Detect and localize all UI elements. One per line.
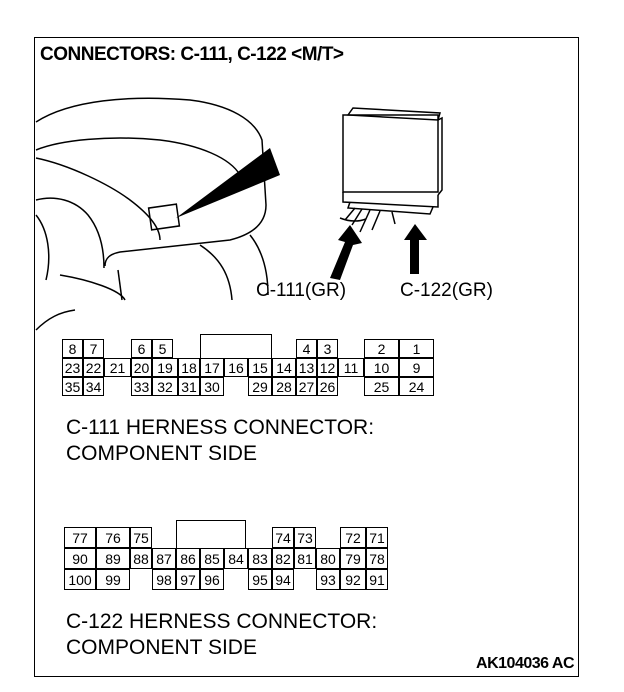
c122-pin-88: 88 bbox=[130, 548, 152, 569]
c111-pin-3: 3 bbox=[317, 339, 338, 358]
c122-pin-83: 83 bbox=[248, 548, 272, 569]
c122-pin-96: 96 bbox=[200, 569, 224, 590]
c122-pin-94: 94 bbox=[272, 569, 294, 590]
c111-pin-7: 7 bbox=[83, 339, 104, 358]
c111-pin-9: 9 bbox=[399, 358, 434, 377]
c111-pin-2: 2 bbox=[364, 339, 399, 358]
c122-pin-93: 93 bbox=[316, 569, 340, 590]
c111-caption-line1: C-111 HERNESS CONNECTOR: bbox=[66, 416, 375, 439]
c111-label: C-111(GR) bbox=[256, 280, 347, 301]
c122-pin-89: 89 bbox=[96, 548, 130, 569]
c122-pin-85: 85 bbox=[200, 548, 224, 569]
c111-pin-33: 33 bbox=[131, 377, 152, 396]
c122-pin-86: 86 bbox=[176, 548, 200, 569]
c111-pin-22: 22 bbox=[83, 358, 104, 377]
c122-pin-79: 79 bbox=[340, 548, 366, 569]
c122-key-hood bbox=[176, 520, 246, 550]
c111-pin-1: 1 bbox=[399, 339, 434, 358]
c111-pin-18: 18 bbox=[178, 358, 200, 377]
c122-pin-84: 84 bbox=[224, 548, 248, 569]
c111-pin-20: 20 bbox=[131, 358, 152, 377]
c122-caption-line2: COMPONENT SIDE bbox=[66, 636, 257, 659]
c122-pin-87: 87 bbox=[152, 548, 176, 569]
c111-pin-4: 4 bbox=[296, 339, 317, 358]
c111-pin-32: 32 bbox=[152, 377, 178, 396]
c111-pin-15: 15 bbox=[248, 358, 272, 377]
c122-pin-90: 90 bbox=[64, 548, 96, 569]
c122-pin-99: 99 bbox=[96, 569, 130, 590]
c111-pin-17: 17 bbox=[200, 358, 224, 377]
c122-pin-71: 71 bbox=[366, 527, 388, 548]
c111-pin-8: 8 bbox=[62, 339, 83, 358]
c122-pin-77: 77 bbox=[64, 527, 96, 548]
c111-pin-12: 12 bbox=[317, 358, 338, 377]
c111-pin-21: 21 bbox=[104, 358, 131, 377]
c111-pin-6: 6 bbox=[131, 339, 152, 358]
c111-pin-26: 26 bbox=[317, 377, 338, 396]
c122-pin-81: 81 bbox=[294, 548, 316, 569]
c122-pin-100: 100 bbox=[64, 569, 96, 590]
diagram-frame bbox=[34, 37, 579, 677]
c111-pin-25: 25 bbox=[364, 377, 399, 396]
c122-pin-95: 95 bbox=[248, 569, 272, 590]
c111-caption-line2: COMPONENT SIDE bbox=[66, 442, 257, 465]
c111-key-hood bbox=[200, 334, 272, 360]
c111-pin-5: 5 bbox=[152, 339, 173, 358]
c122-pin-91: 91 bbox=[366, 569, 388, 590]
c122-caption: C-122 HERNESS CONNECTOR: COMPONENT SIDE bbox=[66, 609, 377, 661]
c122-pin-82: 82 bbox=[272, 548, 294, 569]
c111-pin-16: 16 bbox=[224, 358, 248, 377]
c122-label: C-122(GR) bbox=[400, 280, 493, 301]
c111-pin-27: 27 bbox=[296, 377, 317, 396]
c122-pin-92: 92 bbox=[340, 569, 366, 590]
c111-pin-30: 30 bbox=[200, 377, 224, 396]
c111-pin-19: 19 bbox=[152, 358, 178, 377]
c122-pin-72: 72 bbox=[340, 527, 366, 548]
c111-pin-13: 13 bbox=[296, 358, 317, 377]
figure-code: AK104036 AC bbox=[476, 655, 574, 672]
c111-pin-34: 34 bbox=[83, 377, 104, 396]
c111-pin-31: 31 bbox=[178, 377, 200, 396]
c122-pin-76: 76 bbox=[96, 527, 130, 548]
c122-pin-80: 80 bbox=[316, 548, 340, 569]
c122-pin-98: 98 bbox=[152, 569, 176, 590]
c111-pin-29: 29 bbox=[248, 377, 272, 396]
c122-pin-74: 74 bbox=[272, 527, 294, 548]
c111-pin-23: 23 bbox=[62, 358, 83, 377]
c111-pin-10: 10 bbox=[364, 358, 399, 377]
c122-pin-97: 97 bbox=[176, 569, 200, 590]
c111-caption: C-111 HERNESS CONNECTOR: COMPONENT SIDE bbox=[66, 415, 374, 467]
c111-pin-35: 35 bbox=[62, 377, 83, 396]
c111-pin-24: 24 bbox=[399, 377, 434, 396]
c122-caption-line1: C-122 HERNESS CONNECTOR: bbox=[66, 610, 378, 633]
c122-pin-78: 78 bbox=[366, 548, 388, 569]
diagram-title: CONNECTORS: C-111, C-122 <M/T> bbox=[40, 44, 344, 65]
c122-pin-73: 73 bbox=[294, 527, 316, 548]
c111-pin-14: 14 bbox=[272, 358, 296, 377]
c111-pin-28: 28 bbox=[272, 377, 296, 396]
c111-pin-11: 11 bbox=[338, 358, 364, 377]
c122-pin-75: 75 bbox=[130, 527, 152, 548]
